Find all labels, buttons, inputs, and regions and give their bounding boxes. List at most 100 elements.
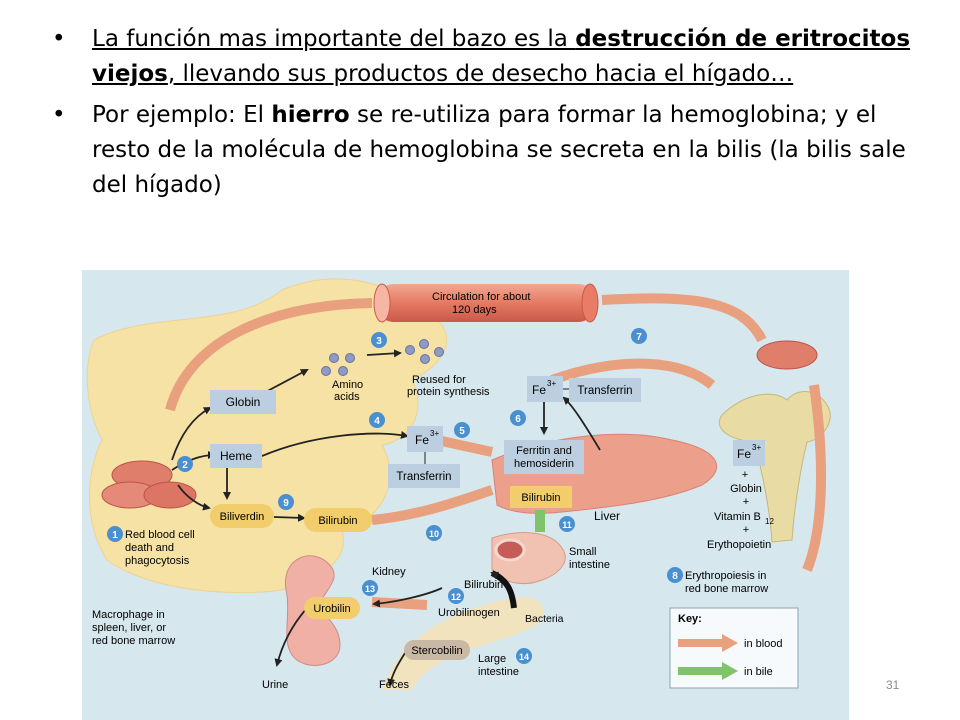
circulation-label: 120 days (452, 304, 497, 316)
reused-label: Reused for (412, 374, 466, 386)
svg-text:Biliverdin: Biliverdin (220, 511, 265, 523)
svg-text:Transferrin: Transferrin (577, 385, 632, 397)
small-intestine-lumen (494, 538, 526, 562)
label-ferritin: Ferritin and hemosiderin (504, 440, 584, 474)
svg-text:Bilirubin: Bilirubin (521, 492, 560, 504)
svg-text:in bile: in bile (744, 666, 773, 678)
amino-acids-label: acids (334, 391, 360, 403)
svg-text:Fe: Fe (532, 383, 546, 397)
small-intestine-label: intestine (569, 559, 610, 571)
macrophage-label: Macrophage in (92, 609, 165, 621)
blood-arrow-marrow (802, 384, 826, 572)
svg-text:Globin: Globin (226, 395, 261, 409)
svg-text:Key:: Key: (678, 613, 702, 625)
step-9: 9 (278, 494, 294, 510)
svg-text:Fe: Fe (415, 433, 429, 447)
svg-text:3: 3 (376, 336, 382, 347)
svg-text:12: 12 (765, 517, 774, 526)
step-5: 5 (454, 422, 470, 438)
svg-text:8: 8 (672, 571, 678, 582)
svg-text:11: 11 (562, 520, 572, 530)
hemoglobin-recycling-diagram: Circulation for about 120 days Globin (82, 270, 849, 720)
erythropoiesis-label: red bone marrow (685, 583, 768, 595)
label-heme: Heme (210, 444, 262, 468)
erythropoiesis-label: Erythropoiesis in (685, 570, 766, 582)
svg-text:14: 14 (519, 652, 529, 662)
vessel-end (581, 283, 599, 323)
marrow-requirements: Fe 3+ + Globin + Vitamin B 12 + Erythopo… (707, 440, 774, 551)
svg-text:Bilirubin: Bilirubin (318, 515, 357, 527)
amino-acids-label: Amino (332, 379, 363, 391)
amino-acid-dots (321, 339, 444, 376)
macrophage-label: red bone marrow (92, 635, 175, 647)
macrophage-label: spleen, liver, or (92, 622, 166, 634)
svg-text:Ferritin and: Ferritin and (516, 445, 572, 457)
svg-text:+: + (742, 469, 748, 481)
blood-arrow-step5 (435, 435, 494, 457)
bilirubin-intestine-label: Bilirubin (464, 579, 503, 591)
rbc-death-label: phagocytosis (125, 555, 190, 567)
step-2: 2 (177, 456, 193, 472)
svg-text:Urobilin: Urobilin (313, 603, 350, 615)
small-intestine-label: Small (569, 546, 597, 558)
svg-text:7: 7 (636, 332, 642, 343)
bullet-2: • Por ejemplo: El hierro se re-utiliza p… (40, 98, 920, 203)
bacteria-label: Bacteria (525, 613, 564, 625)
svg-text:Stercobilin: Stercobilin (411, 645, 462, 657)
label-biliverdin: Biliverdin (210, 504, 274, 528)
bullet-dot: • (52, 26, 66, 52)
urobilinogen-label: Urobilinogen (438, 607, 500, 619)
large-intestine-label: intestine (478, 666, 519, 678)
bullet-2-text: Por ejemplo: El hierro se re-utiliza par… (92, 102, 906, 198)
circulation-label: Circulation for about (432, 291, 530, 303)
svg-text:12: 12 (451, 592, 461, 602)
vessel-end (373, 283, 391, 323)
blood-arrow-circulation-out (165, 298, 373, 412)
reused-label: protein synthesis (407, 386, 490, 398)
bullet-1-text: La función mas importante del bazo es la… (92, 26, 911, 87)
diagram-key: Key: in blood in bile (669, 607, 799, 689)
label-fe-transferrin-circulation: Fe 3+ Transferrin (527, 376, 641, 402)
page-number: 31 (886, 678, 900, 692)
svg-text:6: 6 (515, 414, 521, 425)
step-11: 11 (559, 516, 575, 532)
bacteria-arrow (490, 570, 517, 609)
step-1: 1 (107, 526, 123, 542)
svg-text:3+: 3+ (752, 443, 761, 452)
svg-text:in blood: in blood (744, 638, 783, 650)
label-bilirubin-liver: Bilirubin (510, 486, 572, 508)
slide-text: • La función mas importante del bazo es … (40, 22, 920, 209)
circulation-vessel (379, 284, 593, 322)
svg-text:hemosiderin: hemosiderin (514, 458, 574, 470)
svg-text:9: 9 (283, 498, 289, 509)
svg-text:1: 1 (112, 530, 118, 541)
step-7: 7 (631, 328, 647, 344)
step-8: 8 (667, 567, 683, 583)
svg-text:Fe: Fe (737, 447, 751, 461)
step-6: 6 (510, 410, 526, 426)
bullet-dot: • (52, 102, 66, 128)
step-10: 10 (426, 525, 442, 541)
svg-text:Globin: Globin (730, 483, 762, 495)
pathway-arrows (171, 349, 601, 687)
large-intestine-label: Large (478, 653, 506, 665)
feces-label: Feces (379, 679, 409, 691)
kidney-label: Kidney (372, 566, 406, 578)
urine-label: Urine (262, 679, 288, 691)
svg-text:Vitamin B: Vitamin B (714, 511, 761, 523)
label-bilirubin-macrophage: Bilirubin (304, 508, 372, 532)
blood-arrow-step7 (550, 358, 716, 389)
red-blood-cell-circulating (756, 340, 818, 370)
svg-text:13: 13 (365, 584, 375, 594)
label-fe-transferrin-macrophage: Fe 3+ Transferrin (388, 426, 460, 488)
svg-text:3+: 3+ (430, 429, 439, 438)
svg-text:+: + (743, 524, 749, 536)
svg-text:10: 10 (429, 529, 439, 539)
step-13: 13 (362, 580, 378, 596)
bullet-1-bold: destrucción de eritrocitos viejos (92, 26, 911, 87)
step-4: 4 (369, 412, 385, 428)
svg-text:4: 4 (374, 416, 380, 427)
red-blood-cell (143, 481, 197, 509)
step-12: 12 (448, 588, 464, 604)
svg-text:3+: 3+ (547, 379, 556, 388)
